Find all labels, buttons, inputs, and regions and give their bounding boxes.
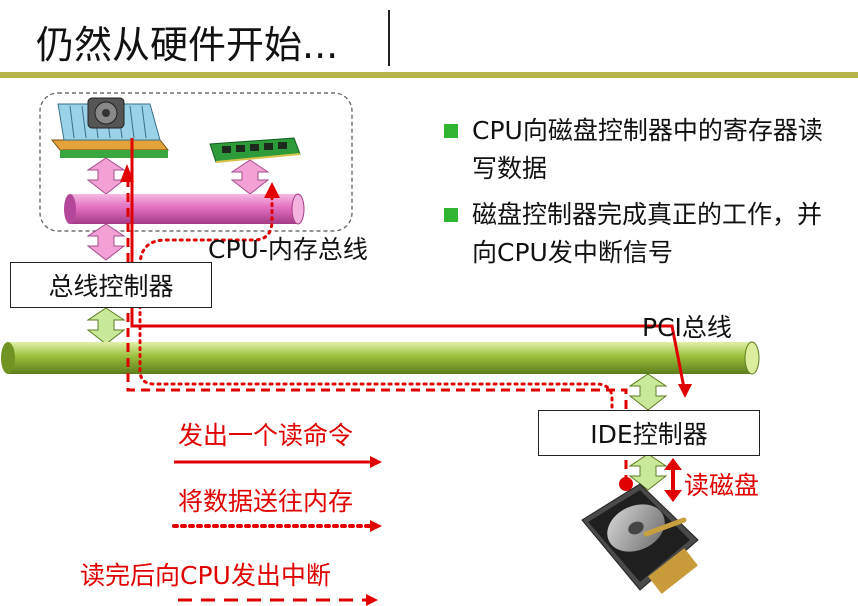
cpu-memory-bus — [64, 193, 305, 225]
flow-read-command — [130, 138, 686, 389]
title-divider-vertical — [388, 10, 390, 66]
cpu-bus-connector — [86, 157, 126, 195]
pci-ide-connector — [628, 373, 668, 411]
controller-bus-connector — [86, 223, 126, 261]
memory-module-icon — [209, 137, 301, 163]
controller-pci-connector — [86, 307, 126, 345]
hard-disk-icon — [581, 483, 699, 594]
ide-disk-connector — [628, 453, 668, 491]
memory-bus-connector — [230, 159, 270, 195]
bullet-text: CPU向磁盘控制器中的寄存器读写数据 — [472, 116, 823, 183]
pci-bus-label: PCI总线 — [642, 313, 732, 342]
cpu-chip-icon — [50, 97, 170, 158]
bus-controller-label: 总线控制器 — [48, 272, 174, 301]
bus-controller-box: 总线控制器 — [10, 262, 212, 308]
ide-controller-box: IDE控制器 — [538, 410, 760, 456]
ide-controller-label: IDE控制器 — [590, 420, 708, 449]
legend-dotted-line — [172, 520, 382, 532]
bullet-square-icon — [444, 208, 458, 222]
read-disk-label: 读磁盘 — [684, 471, 760, 500]
legend-solid-line — [174, 456, 382, 468]
legend-interrupt: 读完后向CPU发出中断 — [80, 561, 331, 590]
bullet-list: CPU向磁盘控制器中的寄存器读写数据 磁盘控制器完成真正的工作，并向CPU发中断… — [444, 112, 844, 280]
page-title: 仍然从硬件开始... — [36, 23, 339, 67]
bullet-item: 磁盘控制器完成真正的工作，并向CPU发中断信号 — [444, 196, 844, 272]
flow-data-to-memory — [138, 194, 614, 416]
legend-data-to-memory: 将数据送往内存 — [178, 487, 354, 516]
bullet-square-icon — [444, 124, 458, 138]
title-divider-horizontal — [0, 72, 858, 78]
legend-dashed-line — [178, 594, 378, 606]
pci-bus — [1, 341, 760, 375]
bullet-text: 磁盘控制器完成真正的工作，并向CPU发中断信号 — [472, 200, 823, 267]
legend-read-command: 发出一个读命令 — [178, 421, 354, 450]
cpu-memory-bus-label: CPU-内存总线 — [208, 235, 368, 264]
flow-read-command-arrowhead — [678, 384, 692, 398]
flow-interrupt-arrowhead — [120, 164, 134, 182]
flow-data-to-memory-arrowhead — [264, 182, 280, 198]
disk-start-point — [619, 477, 633, 491]
read-disk-arrow — [664, 458, 682, 502]
bullet-item: CPU向磁盘控制器中的寄存器读写数据 — [444, 112, 844, 188]
